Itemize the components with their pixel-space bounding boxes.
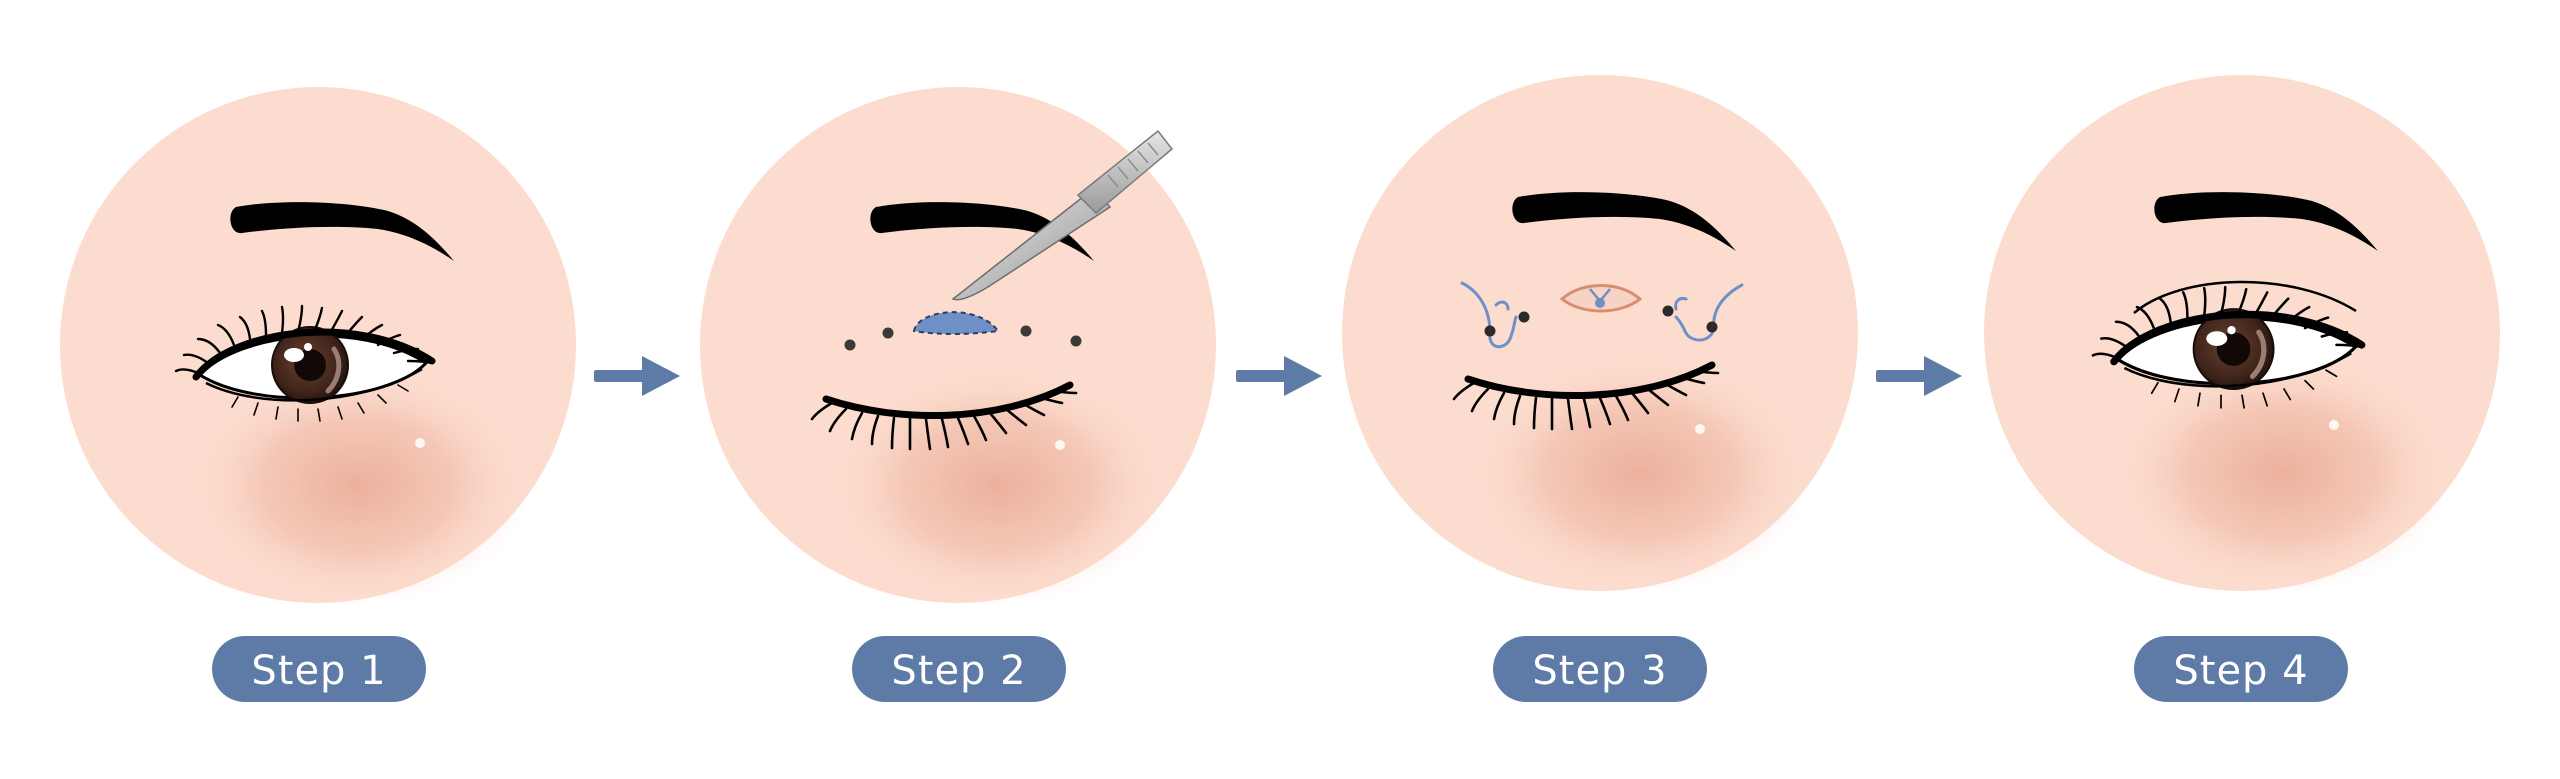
step-4-label: Step 4: [2134, 636, 2348, 702]
arrow-right-icon: [1236, 356, 1322, 396]
cheek-blush: [1470, 353, 1810, 593]
arrow-right-icon: [1876, 356, 1962, 396]
step-2-label: Step 2: [852, 636, 1066, 702]
double-eyelid-crease: [2133, 280, 2357, 314]
closed-incision-icon: [1559, 284, 1643, 313]
step-3-panel: [1342, 75, 1858, 593]
step-4-panel: [1984, 75, 2500, 593]
cheek-blush: [828, 365, 1168, 605]
suture-knot-dots: [1484, 305, 1718, 337]
step-3-label: Step 3: [1493, 636, 1707, 702]
svg-text:Step 4: Step 4: [2173, 648, 2308, 694]
arrow-right-icon: [594, 356, 680, 396]
incision-marker-dots: [844, 325, 1082, 351]
cheek-blush: [188, 365, 528, 605]
step-1-panel: [60, 87, 576, 605]
svg-text:Step 1: Step 1: [251, 648, 386, 694]
svg-text:Step 2: Step 2: [891, 648, 1026, 694]
suture-thread-icon: [1460, 281, 1744, 349]
step-2-panel: [700, 87, 1216, 605]
svg-text:Step 3: Step 3: [1532, 648, 1667, 694]
incision-scalpel-icon: [951, 129, 1174, 301]
excision-area: [912, 311, 1000, 335]
cheek-blush: [2112, 353, 2452, 593]
step-1-label: Step 1: [212, 636, 426, 702]
